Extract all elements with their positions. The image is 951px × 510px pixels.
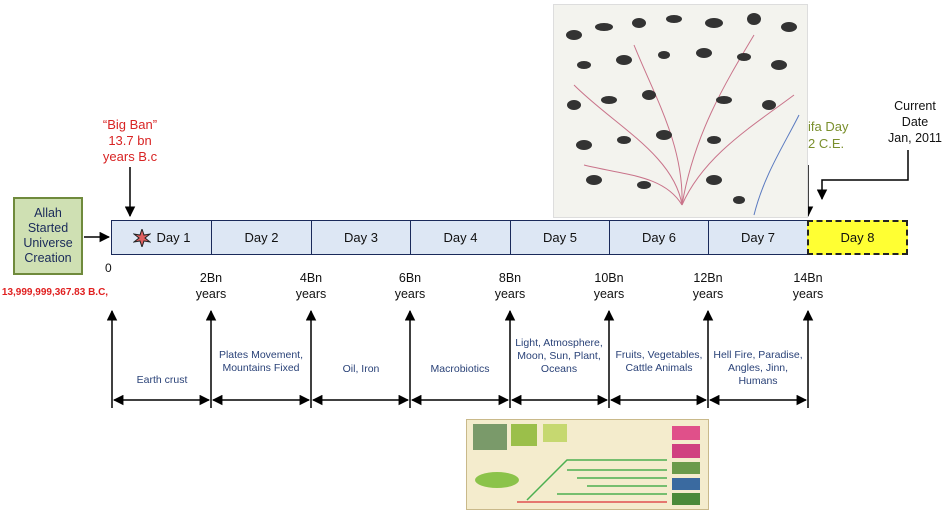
tick-unit: years — [195, 287, 227, 301]
big-bang-label: “Big Ban” 13.7 bn years B.c — [80, 117, 180, 165]
evolution-tree-drawing — [566, 13, 800, 216]
creation-date: 13,999,999,367.83 B.C, — [1, 287, 109, 298]
tick-value: 2Bn — [199, 271, 223, 285]
tick-value: 6Bn — [398, 271, 422, 285]
day-7-box: Day 7 — [708, 220, 808, 255]
day-3-box: Day 3 — [311, 220, 411, 255]
day-8-box: Day 8 — [807, 220, 908, 255]
zero-label: 0 — [105, 261, 112, 275]
partial-day-line1: ifa Day — [808, 119, 849, 134]
tick-unit: years — [494, 287, 526, 301]
tick-label: 8Bn years — [485, 270, 535, 302]
tick-unit: years — [792, 287, 824, 301]
day-7-label: Day 7 — [741, 230, 775, 245]
tick-label: 2Bn years — [186, 270, 236, 302]
era-label: Plates Movement, Mountains Fixed — [218, 349, 304, 374]
current-date-line2: Date — [901, 115, 929, 129]
current-date-line3: Jan, 2011 — [888, 131, 942, 145]
tick-label: 12Bn years — [683, 270, 733, 302]
era-label: Oil, Iron — [342, 363, 380, 375]
day-1-label: Day 1 — [156, 230, 191, 245]
big-bang-line3: years B.c — [102, 149, 158, 164]
tick-label: 6Bn years — [385, 270, 435, 302]
day-5-box: Day 5 — [510, 220, 610, 255]
tick-label: 10Bn years — [584, 270, 634, 302]
tick-unit: years — [394, 287, 426, 301]
era-label: Macrobiotics — [430, 363, 490, 375]
tick-unit: years — [593, 287, 625, 301]
phylogeny-drawing — [473, 424, 700, 505]
current-date-label: Current Date Jan, 2011 — [880, 98, 950, 146]
tick-value: 10Bn — [594, 271, 624, 285]
day-4-label: Day 4 — [443, 230, 478, 245]
era-label: Hell Fire, Paradise, Angles, Jinn, Human… — [713, 349, 803, 387]
tick-label: 4Bn years — [286, 270, 336, 302]
day-3-label: Day 3 — [344, 230, 378, 245]
era-label: Fruits, Vegetables, Cattle Animals — [615, 349, 703, 374]
partial-day-label: ifa Day 2 C.E. — [808, 118, 848, 152]
creation-box-label: Allah Started Universe Creation — [23, 206, 73, 265]
day-8-label: Day 8 — [840, 230, 875, 245]
day-1-box: Day 1 — [111, 220, 212, 255]
phylogeny-image — [466, 419, 709, 510]
big-bang-line1: “Big Ban” — [102, 117, 158, 132]
partial-day-line2: 2 C.E. — [808, 136, 845, 151]
day-6-label: Day 6 — [642, 230, 676, 245]
tick-value: 4Bn — [299, 271, 323, 285]
tick-unit: years — [692, 287, 724, 301]
tick-value: 14Bn — [793, 271, 823, 285]
creation-box: Allah Started Universe Creation — [13, 197, 83, 275]
tick-value: 12Bn — [693, 271, 723, 285]
tick-value: 8Bn — [498, 271, 522, 285]
era-label: Light, Atmosphere, Moon, Sun, Plant, Oce… — [515, 337, 603, 375]
era-label: Earth crust — [136, 374, 188, 386]
star-burst-icon — [132, 228, 151, 247]
day-2-box: Day 2 — [211, 220, 312, 255]
current-date-line1: Current — [894, 99, 936, 113]
big-bang-line2: 13.7 bn — [108, 133, 152, 148]
evolution-tree-image — [553, 4, 808, 218]
tick-unit: years — [295, 287, 327, 301]
day-4-box: Day 4 — [410, 220, 511, 255]
day-5-label: Day 5 — [543, 230, 577, 245]
tick-label: 14Bn years — [783, 270, 833, 302]
day-6-box: Day 6 — [609, 220, 709, 255]
day-2-label: Day 2 — [244, 230, 279, 245]
